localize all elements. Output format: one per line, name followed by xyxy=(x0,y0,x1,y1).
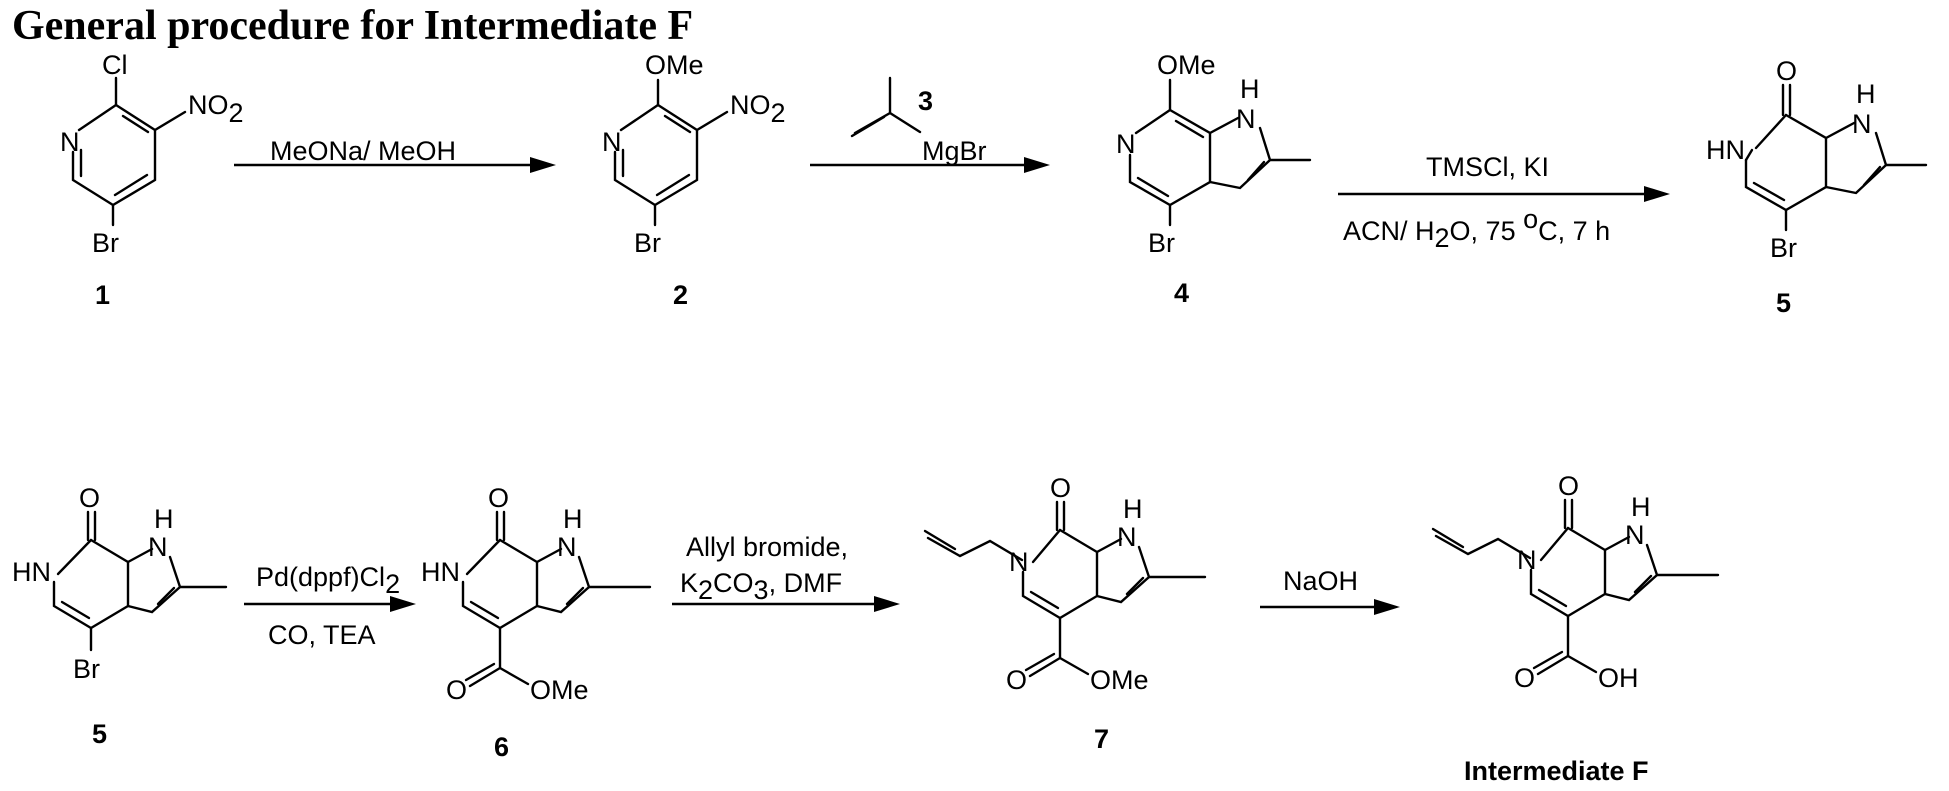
compound-label-6: 6 xyxy=(494,732,509,762)
atom-hn: HN xyxy=(1706,135,1745,165)
atom-no2: NO2 xyxy=(730,90,786,128)
compound-label-5: 5 xyxy=(1776,288,1791,318)
atom-o: O xyxy=(1776,56,1797,86)
reagent-3-top: TMSCl, KI xyxy=(1426,152,1549,182)
compound-label-intermediate-f: Intermediate F xyxy=(1464,756,1649,786)
reagent-3-bottom: ACN/ H2O, 75 oC, 7 h xyxy=(1343,204,1610,253)
atom-oh: OH xyxy=(1598,663,1639,693)
atom-n: N xyxy=(1852,109,1872,139)
compound-1-structure: Cl N NO2 Br xyxy=(60,50,244,258)
atom-n: N xyxy=(148,532,168,562)
atom-hn: HN xyxy=(421,557,460,587)
atom-o: O xyxy=(1558,471,1579,501)
atom-h: H xyxy=(1631,492,1651,522)
atom-o: O xyxy=(1006,665,1027,695)
compound-7-structure: O H N N O OMe xyxy=(925,473,1205,695)
atom-n: N xyxy=(1625,520,1645,550)
compound-label-5-row2: 5 xyxy=(92,719,107,749)
atom-ome: OMe xyxy=(645,50,704,80)
atom-h: H xyxy=(154,504,174,534)
compound-5-structure: O H N HN Br xyxy=(1706,56,1926,263)
atom-hn: HN xyxy=(12,557,51,587)
atom-n: N xyxy=(1009,547,1029,577)
atom-no2: NO2 xyxy=(188,90,244,128)
compound-5-structure-row2: O H N HN Br xyxy=(12,483,226,684)
atom-br: Br xyxy=(634,228,661,258)
atom-o: O xyxy=(79,483,100,513)
atom-o: O xyxy=(488,483,509,513)
atom-br: Br xyxy=(92,228,119,258)
atom-ome: OMe xyxy=(1090,665,1149,695)
reagent-5-bottom: K2CO3, DMF xyxy=(680,568,842,605)
atom-br: Br xyxy=(1770,233,1797,263)
reagent-4-top: Pd(dppf)Cl2 xyxy=(256,562,400,599)
atom-n: N xyxy=(1116,129,1136,159)
compound-4-structure: OMe H N N Br xyxy=(1116,50,1310,258)
compound-label-1: 1 xyxy=(95,280,110,310)
atom-n: N xyxy=(557,532,577,562)
reaction-arrow-6 xyxy=(1260,599,1400,615)
atom-h: H xyxy=(1123,494,1143,524)
atom-o: O xyxy=(1514,663,1535,693)
atom-h: H xyxy=(563,504,583,534)
atom-n: N xyxy=(1236,104,1256,134)
atom-h: H xyxy=(1240,74,1260,104)
atom-o: O xyxy=(1050,473,1071,503)
reagent-1: MeONa/ MeOH xyxy=(270,136,456,166)
compound-label-4: 4 xyxy=(1174,278,1189,308)
atom-n: N xyxy=(1117,522,1137,552)
atom-ome: OMe xyxy=(1157,50,1216,80)
compound-label-2: 2 xyxy=(673,280,688,310)
atom-br: Br xyxy=(73,654,100,684)
atom-br: Br xyxy=(1148,228,1175,258)
atom-mgbr: MgBr xyxy=(922,136,987,166)
reagent-2-compound-3: 3 xyxy=(918,86,933,116)
reagent-5-top: Allyl bromide, xyxy=(686,532,848,562)
compound-label-7: 7 xyxy=(1094,724,1109,754)
atom-h: H xyxy=(1856,79,1876,109)
atom-n: N xyxy=(1517,545,1537,575)
compound-2-structure: OMe N NO2 Br xyxy=(602,50,786,258)
atom-cl: Cl xyxy=(102,50,128,80)
intermediate-f-structure: O H N N O OH xyxy=(1433,471,1718,693)
atom-o: O xyxy=(446,675,467,705)
atom-n: N xyxy=(602,127,622,157)
compound-6-structure: O H N HN O OMe xyxy=(421,483,650,705)
reaction-arrow-3 xyxy=(1338,186,1670,202)
atom-ome: OMe xyxy=(530,675,589,705)
atom-n: N xyxy=(60,127,80,157)
reagent-4-bottom: CO, TEA xyxy=(268,620,376,650)
reagent-6: NaOH xyxy=(1283,566,1358,596)
